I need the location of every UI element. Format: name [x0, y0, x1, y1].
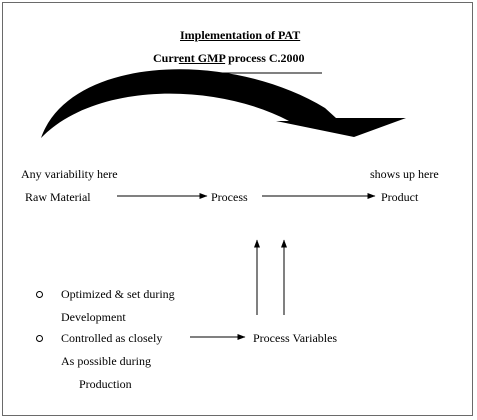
bullet-1-icon	[36, 291, 43, 298]
bullet-2-line-2: As possible during	[61, 354, 151, 368]
diagram-subtitle: Current GMP process C.2000	[153, 51, 305, 65]
bullet-2-line-3: Production	[79, 377, 132, 391]
bullet-1-line-2: Development	[61, 310, 126, 324]
process-variables-label: Process Variables	[253, 331, 338, 345]
shows-up-note: shows up here	[370, 167, 439, 181]
raw-material-label: Raw Material	[25, 190, 91, 204]
process-label: Process	[211, 190, 248, 204]
curved-arrow-icon	[41, 69, 406, 138]
bullet-2-icon	[36, 335, 43, 342]
diagram-frame	[2, 2, 473, 416]
bullet-1-line-1: Optimized & set during	[61, 287, 175, 301]
subtitle-part-2-underlined: ent GMP	[178, 51, 226, 65]
subtitle-part-1: Curr	[153, 51, 179, 65]
subtitle-part-3: process C.2000	[225, 51, 305, 65]
bullet-2-line-1: Controlled as closely	[61, 331, 163, 345]
diagram-title: Implementation of PAT	[180, 28, 301, 42]
variability-note: Any variability here	[21, 167, 118, 181]
product-label: Product	[381, 190, 419, 204]
